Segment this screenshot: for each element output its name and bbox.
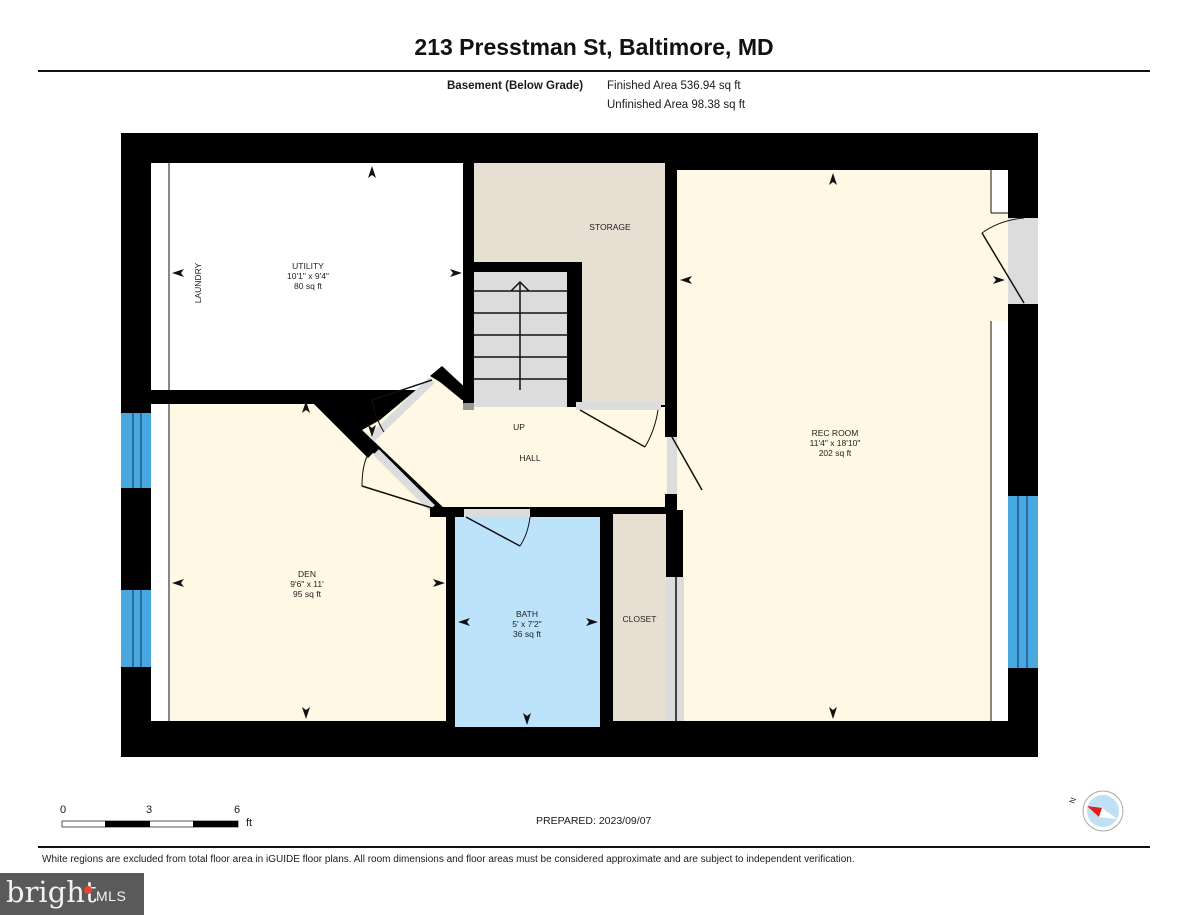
window-right [1008,496,1038,668]
scale-unit: ft [246,817,253,829]
logo-brand: bright [6,875,97,909]
hall-label: HALL [519,453,541,463]
footer-divider [38,846,1150,848]
closet [613,514,666,721]
scale-bar [61,820,239,828]
header-divider [38,70,1150,72]
bright-mls-logo: bright MLS [0,873,144,915]
window-left-2 [121,590,151,667]
prepared-date: PREPARED: 2023/09/07 [536,815,652,827]
finished-area: Finished Area 536.94 sq ft [607,80,741,92]
logo-dot-icon [84,886,92,894]
den [151,398,446,721]
page-title: 213 Presstman St, Baltimore, MD [414,34,774,60]
scale-tick-0: 0 [60,804,67,816]
laundry-label: LAUNDRY [193,262,203,304]
bath [455,517,600,727]
storage-room [474,163,665,405]
disclaimer-text: White regions are excluded from total fl… [42,854,855,865]
scale-tick-6: 6 [234,804,241,816]
window-left-1 [121,413,151,488]
logo-suffix: MLS [96,888,127,904]
level-label: Basement (Below Grade) [447,80,584,92]
stairs-up-label: UP [513,422,525,432]
compass-icon [1082,790,1124,832]
rec-room [677,170,1008,721]
utility-room [151,163,463,390]
storage-label: STORAGE [589,222,631,232]
unfinished-area: Unfinished Area 98.38 sq ft [607,99,746,111]
closet-label: CLOSET [622,614,657,624]
hall [362,370,667,510]
scale-tick-3: 3 [146,804,153,816]
